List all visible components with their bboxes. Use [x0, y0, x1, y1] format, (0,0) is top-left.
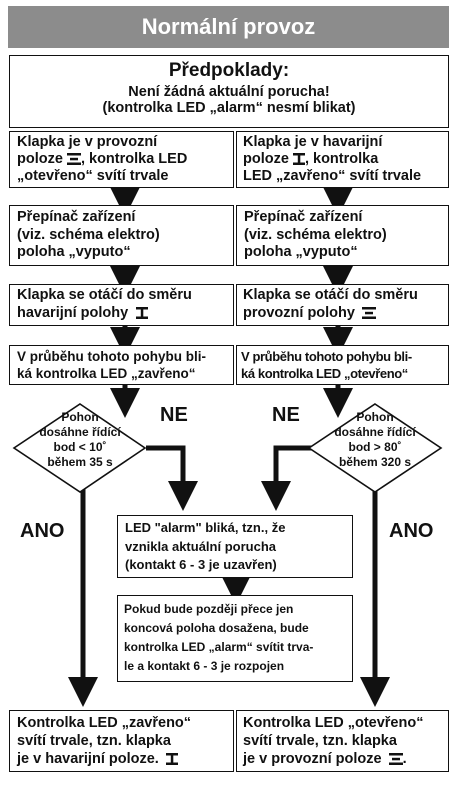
- right-turn-box: Klapka se otáčí do směru provozní polohy: [236, 284, 449, 326]
- left-turn-line2: havarijní polohy: [17, 305, 226, 323]
- left-blink-line2: ká kontrolka LED „zavřeno“: [17, 366, 196, 381]
- later-line4: le a kontakt 6 - 3 je rozpojen: [124, 659, 285, 673]
- damper-open-icon: [66, 153, 81, 166]
- right-no-label: NE: [272, 404, 300, 426]
- left-blink-line1: V průběhu tohoto pohybu bli-: [17, 349, 206, 364]
- left-turn-box: Klapka se otáčí do směru havarijní poloh…: [9, 284, 234, 326]
- left-final-box: Kontrolka LED „zavřeno“ svítí trvale, tz…: [9, 710, 234, 772]
- right-state-c: , kontrolka: [304, 151, 379, 167]
- left-dec-line4: během 35 s: [47, 455, 113, 469]
- right-blink-box: V průběhu tohoto pohybu bli- ká kontrolk…: [236, 345, 449, 385]
- right-dec-line1: Pohon: [356, 410, 394, 424]
- right-state-line1: Klapka je v havarijní: [243, 134, 383, 150]
- left-state-line1: Klapka je v provozní: [17, 134, 158, 150]
- prereq-line2: (kontrolka LED „alarm“ nesmí blikat): [102, 100, 356, 116]
- left-switch-box: Přepínač zařízení (viz. schéma elektro) …: [9, 205, 234, 266]
- left-dec-line3: bod < 10˚: [53, 440, 107, 454]
- left-state-b: poloze: [17, 151, 63, 167]
- right-blink-line1: V průběhu tohoto pohybu bli-: [241, 349, 412, 364]
- damper-open-icon: [388, 753, 403, 766]
- damper-closed-icon: [292, 153, 305, 166]
- right-switch-box: Přepínač zařízení (viz. schéma elektro) …: [236, 205, 449, 266]
- right-final-line3: je v provozní poloze .: [243, 750, 442, 768]
- right-turn-line1: Klapka se otáčí do směru: [243, 287, 418, 303]
- left-decision-text: Pohon dosáhne řídící bod < 10˚ během 35 …: [20, 410, 140, 470]
- damper-closed-icon: [165, 753, 178, 766]
- left-final-line2: svítí trvale, tzn. klapka: [17, 733, 171, 749]
- right-final-box: Kontrolka LED „otevřeno“ svítí trvale, t…: [236, 710, 449, 772]
- left-state-c: , kontrolka LED: [80, 151, 188, 167]
- right-switch-line1: Přepínač zařízení: [244, 209, 363, 225]
- left-state-line3: „otevřeno“ svítí trvale: [17, 168, 169, 184]
- diagram-title: Normální provoz: [8, 6, 449, 48]
- alarm-line1: LED "alarm" bliká, tzn., že: [125, 520, 286, 535]
- left-final-line3: je v havarijní poloze.: [17, 750, 226, 768]
- right-state-line3: LED „zavřeno“ svítí trvale: [243, 168, 422, 184]
- right-turn-line2: provozní polohy: [243, 305, 442, 323]
- decision-right: [307, 403, 443, 493]
- left-yes-label: ANO: [20, 520, 65, 542]
- alarm-line3: (kontakt 6 - 3 je uzavřen): [125, 557, 277, 572]
- left-turn-b: havarijní polohy: [17, 304, 129, 321]
- right-yes-label: ANO: [389, 520, 434, 542]
- left-switch-line2: (viz. schéma elektro): [17, 226, 160, 243]
- right-dec-line3: bod > 80˚: [348, 440, 402, 454]
- prerequisites-box: Předpoklady: Není žádná aktuální porucha…: [9, 55, 449, 128]
- right-state-box: Klapka je v havarijní poloze , kontrolka…: [236, 131, 449, 188]
- left-blink-box: V průběhu tohoto pohybu bli- ká kontrolk…: [9, 345, 234, 385]
- right-final-c: je v provozní poloze: [243, 751, 382, 767]
- damper-closed-icon: [136, 306, 149, 319]
- prereq-heading: Předpoklady:: [168, 60, 290, 81]
- left-state-line2: poloze , kontrolka LED: [17, 151, 226, 168]
- later-line3: kontrolka LED „alarm“ svítit trva-: [124, 640, 314, 654]
- right-switch-line2: (viz. schéma elektro): [244, 226, 387, 243]
- right-final-line2: svítí trvale, tzn. klapka: [243, 733, 397, 749]
- left-switch-line1: Přepínač zařízení: [17, 209, 136, 225]
- right-final-period: .: [402, 751, 407, 767]
- left-dec-line1: Pohon: [61, 410, 99, 424]
- left-dec-line2: dosáhne řídící: [39, 425, 121, 439]
- right-switch-line3: poloha „vyputo“: [244, 244, 358, 260]
- right-state-line2: poloze , kontrolka: [243, 151, 442, 168]
- prereq-line1: Není žádná aktuální porucha!: [128, 84, 330, 100]
- right-blink-line2: ká kontrolka LED „otevřeno“: [241, 366, 408, 381]
- right-dec-line4: během 320 s: [338, 455, 412, 469]
- left-final-line1: Kontrolka LED „zavřeno“: [17, 715, 192, 731]
- right-final-line1: Kontrolka LED „otevřeno“: [243, 715, 424, 731]
- decision-left: [12, 403, 147, 493]
- damper-open-icon: [362, 306, 376, 319]
- right-dec-line2: dosáhne řídící: [334, 425, 416, 439]
- left-final-c: je v havarijní poloze.: [17, 751, 159, 767]
- left-no-label: NE: [160, 404, 188, 426]
- alarm-line2: vznikla aktuální porucha: [125, 538, 276, 554]
- right-decision-text: Pohon dosáhne řídící bod > 80˚ během 320…: [315, 410, 435, 470]
- left-switch-line3: poloha „vyputo“: [17, 244, 131, 260]
- right-turn-b: provozní polohy: [243, 304, 355, 321]
- later-line1: Pokud bude později přece jen: [124, 602, 294, 616]
- right-state-b: poloze: [243, 151, 289, 167]
- later-line2: koncová poloha dosažena, bude: [124, 621, 309, 635]
- later-box: Pokud bude později přece jen koncová pol…: [117, 595, 353, 682]
- left-turn-line1: Klapka se otáčí do směru: [17, 287, 192, 303]
- left-state-box: Klapka je v provozní poloze , kontrolka …: [9, 131, 234, 188]
- alarm-box: LED "alarm" bliká, tzn., že vznikla aktu…: [117, 515, 353, 578]
